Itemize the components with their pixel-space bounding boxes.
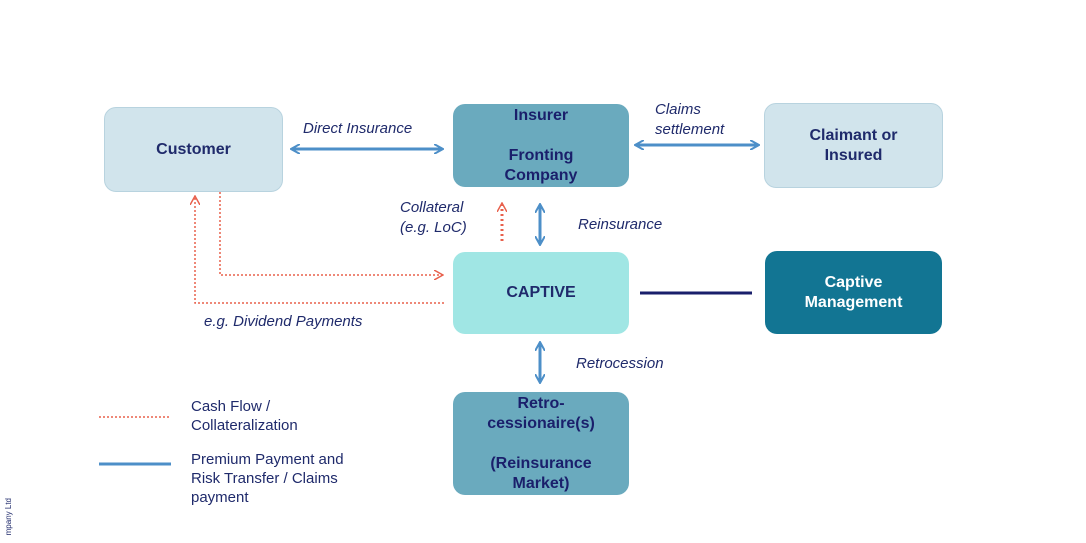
- retrocessionaire-box: Retro- cessionaire(s) (Reinsurance Marke…: [453, 392, 629, 495]
- retro-line-3: (Reinsurance: [490, 454, 592, 472]
- reinsurance-label: Reinsurance: [578, 216, 663, 233]
- claimant-box: Claimant or Insured: [764, 103, 943, 188]
- legend-premium-line-3: payment: [191, 489, 249, 506]
- retro-line-2: cessionaire(s): [487, 414, 595, 432]
- insurer-box: Insurer Fronting Company: [453, 104, 629, 187]
- retro-line-4: Market): [512, 474, 570, 492]
- collateral-label-top: Collateral: [400, 199, 464, 216]
- dividend-label: e.g. Dividend Payments: [204, 313, 363, 330]
- claimant-box-line-2: Insured: [824, 146, 883, 164]
- legend-premium-line-1: Premium Payment and: [191, 451, 344, 468]
- claims-settlement-label-2: settlement: [655, 121, 725, 138]
- customer-box-text: Customer: [156, 140, 231, 158]
- legend-cash-flow-text: Cash Flow / Collateralization: [191, 397, 298, 435]
- retrocession-label: Retrocession: [576, 355, 664, 372]
- customer-box: Customer: [104, 107, 283, 192]
- legend-premium-line-2: Risk Transfer / Claims: [191, 470, 338, 487]
- legend-cash-flow-line-1: Cash Flow /: [191, 398, 271, 415]
- direct-insurance-label: Direct Insurance: [303, 120, 413, 137]
- legend-premium-text: Premium Payment and Risk Transfer / Clai…: [191, 450, 344, 507]
- captive-management-line-2: Management: [804, 293, 903, 311]
- captive-box: CAPTIVE: [453, 252, 629, 334]
- captive-box-text: CAPTIVE: [506, 284, 576, 301]
- collateral-label-bottom: (e.g. LoC): [400, 219, 467, 236]
- retro-line-1: Retro-: [517, 394, 565, 412]
- legend-cash-flow-line-2: Collateralization: [191, 417, 298, 434]
- insurer-box-line-3: Company: [504, 166, 578, 184]
- copyright-side-text: mpany Ltd: [4, 498, 13, 536]
- captive-management-box: Captive Management: [765, 251, 942, 334]
- claimant-box-line-1: Claimant or: [809, 126, 898, 144]
- insurer-box-line-1: Insurer: [513, 106, 569, 124]
- claims-settlement-label-1: Claims: [655, 101, 701, 118]
- dividend-cash-flow-line: [195, 197, 444, 304]
- captive-management-line-1: Captive: [824, 273, 883, 291]
- insurer-box-line-2: Fronting: [508, 146, 574, 164]
